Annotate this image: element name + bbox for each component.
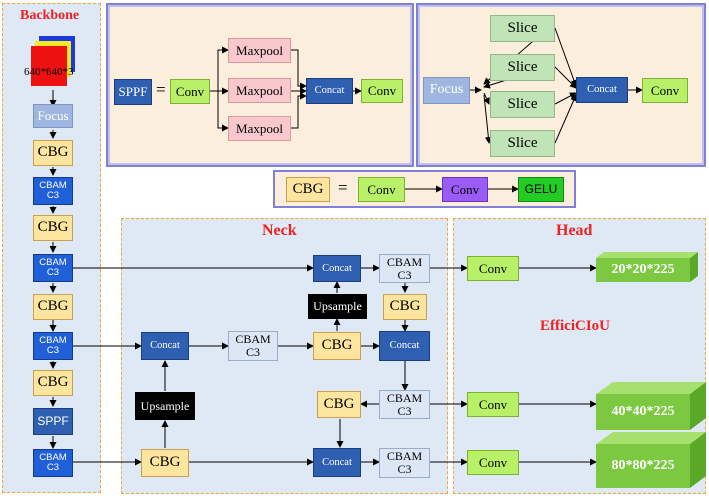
- backbone-cbg-3: CBG: [33, 294, 73, 320]
- head-title: Head: [556, 222, 593, 239]
- head-conv-3: Conv: [467, 450, 519, 475]
- neck-cbam-bottom: CBAM C3: [379, 448, 430, 478]
- focus-slice-2: Slice: [490, 54, 555, 81]
- backbone-cbam-1: CBAM C3: [33, 177, 73, 205]
- output-label-2: 40*40*225: [611, 404, 675, 419]
- backbone-sppf: SPPF: [33, 408, 73, 435]
- cbg-conv-1: Conv: [358, 177, 405, 202]
- focus-slice-3: Slice: [490, 91, 555, 118]
- cbg-detail-label: CBG: [286, 177, 330, 202]
- focus-slice-4: Slice: [490, 130, 555, 157]
- neck-cbg-right: CBG: [383, 294, 427, 320]
- neck-cbg-lower: CBG: [317, 391, 361, 418]
- backbone-cbg-1: CBG: [33, 140, 73, 166]
- neck-upsample-left: Upsample: [135, 392, 195, 420]
- sppf-maxpool-2: Maxpool: [228, 78, 291, 103]
- neck-cbam-mid: CBAM C3: [228, 331, 278, 361]
- sppf-conv: Conv: [170, 79, 210, 104]
- output-box-2: [596, 382, 706, 430]
- sppf-maxpool-3: Maxpool: [228, 116, 291, 141]
- neck-concat-left: Concat: [141, 332, 189, 360]
- sppf-conv-out: Conv: [361, 79, 403, 103]
- input-size-label: 640*640*3: [24, 66, 74, 78]
- neck-concat-top: Concat: [313, 255, 361, 282]
- neck-concat-bottom: Concat: [313, 448, 361, 477]
- cbg-equals: =: [338, 178, 348, 197]
- backbone-cbg-4: CBG: [33, 370, 73, 396]
- sppf-equals: =: [156, 80, 166, 99]
- sppf-concat: Concat: [306, 78, 353, 104]
- backbone-cbam-3: CBAM C3: [33, 332, 73, 360]
- backbone-focus: Focus: [33, 104, 73, 128]
- focus-slice-1: Slice: [490, 15, 555, 42]
- head-conv-1: Conv: [467, 256, 519, 281]
- loss-label: EfficiCIoU: [540, 318, 610, 334]
- neck-cbam-top: CBAM C3: [379, 254, 430, 283]
- neck-concat-mid: Concat: [379, 331, 430, 361]
- focus-concat: Concat: [576, 77, 628, 103]
- sppf-detail-label: SPPF: [114, 79, 152, 105]
- backbone-cbg-2: CBG: [33, 215, 73, 241]
- input-image-stack: [31, 36, 77, 86]
- output-box-1: [596, 252, 698, 282]
- output-box-3: [596, 432, 706, 488]
- cbg-gelu: GELU: [518, 177, 564, 202]
- neck-cbam-lower: CBAM C3: [379, 390, 430, 419]
- output-label-3: 80*80*225: [611, 458, 675, 473]
- neck-title: Neck: [262, 222, 297, 239]
- backbone-cbam-2: CBAM C3: [33, 254, 73, 282]
- sppf-maxpool-1: Maxpool: [228, 38, 291, 63]
- output-label-1: 20*20*225: [611, 262, 675, 277]
- neck-cbg-bottom: CBG: [141, 449, 189, 477]
- backbone-title: Backbone: [20, 8, 80, 23]
- cbg-conv-2: Conv: [442, 177, 488, 202]
- backbone-cbam-4: CBAM C3: [33, 449, 73, 477]
- head-conv-2: Conv: [467, 392, 519, 417]
- focus-conv: Conv: [642, 78, 688, 103]
- neck-cbg-mid: CBG: [313, 332, 361, 360]
- neck-upsample-right: Upsample: [308, 294, 367, 319]
- focus-detail-label: Focus: [423, 77, 470, 104]
